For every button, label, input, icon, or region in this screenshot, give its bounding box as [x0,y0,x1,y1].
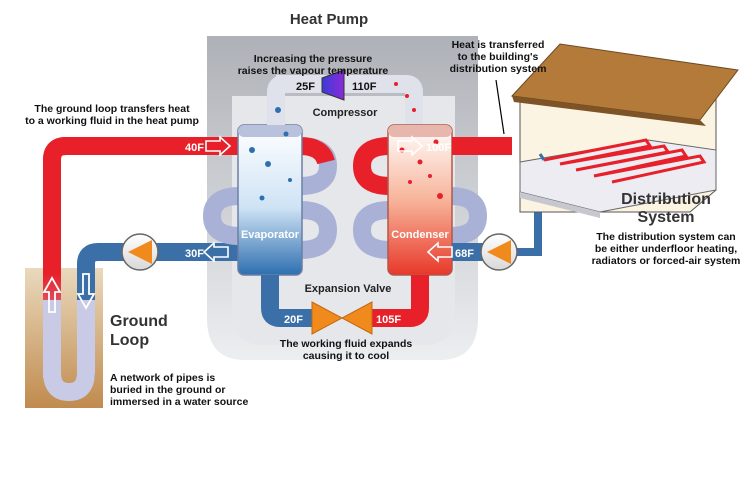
svg-text:68F: 68F [455,248,474,260]
ground-loop-pump [121,233,159,271]
distribution-title-line1: Distribution [621,191,711,208]
distribution-desc-line3: radiators or forced-air system [592,255,741,267]
condenser-unit [352,124,488,276]
left-arrow-icon [202,241,229,263]
expansion-valve-temp-out: 20F [284,314,303,326]
heat-transfer-line1: Heat is transferred [452,39,545,51]
ground-loop-desc-line1: A network of pipes is [110,372,215,384]
compressor-temp-out: 110F [352,81,377,93]
expansion-valve-temp-in: 105F [376,314,401,326]
ground-loop-lower-pipe [43,300,95,402]
ground-loop-title-line2: Loop [110,332,149,349]
compressor-note-line1: Increasing the pressure [254,53,373,65]
compressor-icon [321,69,345,101]
up-arrow-icon [42,276,62,313]
diagram-title: Heat Pump [290,11,368,28]
compressor-pipe [276,75,423,125]
expansion-valve-icon [311,301,373,335]
condenser-label: Condenser [391,229,449,241]
svg-text:30F: 30F [185,248,204,260]
right-arrow-icon [205,135,232,157]
condenser-outlet-pipe [372,275,429,327]
evaporator-label: Evaporator [241,229,300,241]
expansion-valve-label: Expansion Valve [305,283,392,295]
distribution-desc-line1: The distribution system can [596,231,735,243]
ground-loop-supply-pipe-top [43,137,240,200]
down-arrow-icon [76,273,96,310]
svg-text:40F: 40F [185,142,204,154]
compressor-label: Compressor [313,107,379,119]
evaporator-unit [202,75,338,276]
ground-loop-intro-line1: The ground loop transfers heat [34,103,190,115]
expansion-valve-note-line2: causing it to cool [303,350,389,362]
distribution-supply-temp: 100F [397,135,451,157]
left-arrow-icon [426,241,453,263]
house-illustration [510,43,739,218]
heat-transfer-line2: to the building's [458,51,539,63]
pump-triangle-icon [128,240,152,264]
heat-transfer-line3: distribution system [450,63,547,75]
ground-loop-intro-line2: to a working fluid in the heat pump [25,115,199,127]
underfloor-heating-coil [543,138,707,184]
distribution-return-temp: 68F [426,241,474,263]
compressor-temp-in: 25F [296,81,315,93]
ground-loop-desc-line3: immersed in a water source [110,396,248,408]
ground-loop-desc-line2: buried in the ground or [110,384,226,396]
ground-loop-supply-temp: 40F [185,135,232,157]
right-arrow-icon [397,135,424,157]
distribution-title-line2: System [638,209,695,226]
pump-triangle-icon [487,240,511,264]
expansion-valve-note-line1: The working fluid expands [280,338,413,350]
distribution-pump [480,233,518,271]
ground-loop-title-line1: Ground [110,313,168,330]
ground-loop-return-temp: 30F [185,241,229,263]
evaporator-inlet-pipe [261,275,312,327]
svg-text:100F: 100F [426,142,451,154]
distribution-desc-line2: be either underfloor heating, [595,243,737,255]
compressor-note-line2: raises the vapour temperature [238,65,389,77]
heat-transfer-pointer [495,79,505,135]
